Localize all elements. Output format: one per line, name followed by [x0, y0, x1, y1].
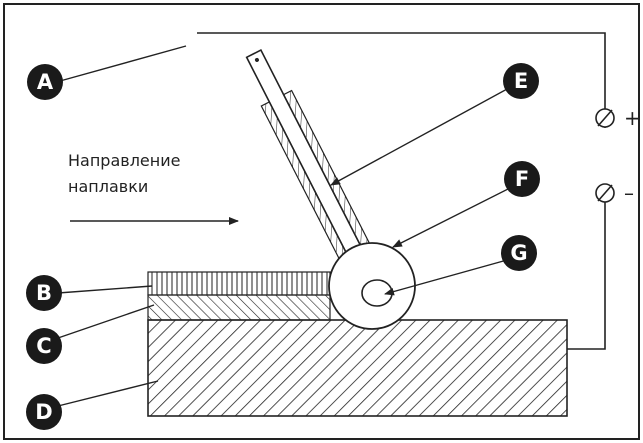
svg-text:E: E	[514, 69, 528, 93]
negative-wire	[567, 200, 606, 350]
leader-d	[57, 380, 159, 407]
electrode-clamp-hole	[254, 57, 259, 62]
leader-b	[57, 285, 153, 294]
positive-wire	[197, 32, 606, 128]
svg-text:G: G	[510, 241, 527, 265]
label-c: C	[26, 328, 62, 364]
deposited-layer	[147, 271, 331, 296]
leader-c	[57, 304, 155, 339]
direction-label-line1: Направление	[68, 151, 180, 170]
leader-e	[330, 87, 510, 186]
positive-terminal	[595, 108, 615, 128]
svg-text:B: B	[36, 281, 52, 305]
label-d: D	[26, 394, 62, 430]
label-f: F	[504, 161, 540, 197]
leader-f	[392, 187, 511, 248]
svg-text:A: A	[37, 70, 54, 94]
base-metal	[147, 319, 568, 417]
leader-g	[384, 259, 508, 296]
label-g: G	[501, 235, 537, 271]
label-e: E	[503, 63, 539, 99]
fused-layer	[147, 294, 331, 321]
positive-sign: +	[624, 106, 641, 130]
svg-text:C: C	[36, 334, 51, 358]
negative-sign: –	[624, 181, 634, 205]
svg-text:D: D	[35, 400, 52, 424]
svg-text:F: F	[515, 167, 529, 191]
direction-label-line2: наплавки	[68, 177, 148, 196]
label-a: A	[27, 64, 63, 100]
label-b: B	[26, 275, 62, 311]
leader-a	[59, 45, 187, 82]
negative-terminal	[595, 183, 615, 203]
